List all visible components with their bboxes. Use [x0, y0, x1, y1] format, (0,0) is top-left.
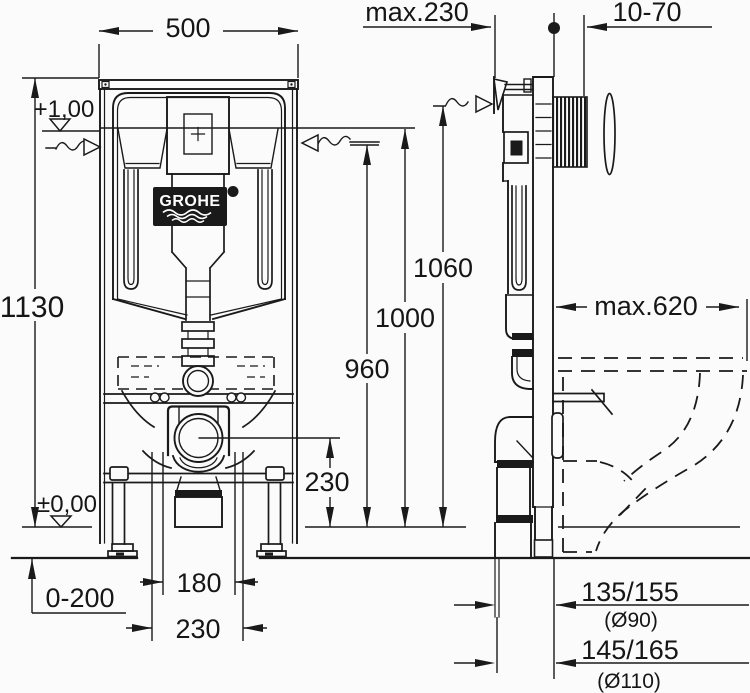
- dim-frame-height-label: 1130: [0, 291, 64, 324]
- dim-bolt-spacing-label: 180: [176, 568, 221, 598]
- dim-frame-width-label: 500: [165, 13, 210, 43]
- fixing-bolt: [149, 392, 161, 403]
- break-arrow-icon: [300, 133, 319, 153]
- level-marker-icon: [48, 118, 72, 133]
- floor-level-label: ±0,00: [37, 491, 97, 518]
- break-symbol-icon: [317, 135, 380, 146]
- dim-plate-depth-label: 10-70: [612, 0, 681, 27]
- logo-wave-icon: [162, 209, 212, 216]
- dim-960-label: 960: [344, 354, 389, 384]
- break-symbol-icon: [45, 140, 90, 151]
- dim-1000-label: 1000: [375, 303, 435, 333]
- flush-plate-side: [603, 92, 616, 176]
- dim-bowl-depth-label: max.620: [594, 291, 698, 321]
- fixing-bolt: [235, 392, 247, 403]
- grohe-logo-text: GROHE: [159, 193, 220, 210]
- break-arrow-icon: [475, 94, 494, 114]
- dim-feet-range-label: 0-200: [45, 583, 114, 613]
- water-level-label: +1,00: [34, 96, 95, 123]
- dim-1060-label: 1060: [413, 253, 473, 283]
- toilet-bowl-outline: [558, 357, 747, 553]
- dim-drain90-offset-label: 135/155: [581, 577, 679, 607]
- break-arrow-icon: [83, 137, 102, 157]
- grohe-logo: GROHE: [153, 186, 239, 226]
- logo-wave-icon: [166, 213, 208, 220]
- dimension-lines: [22, 13, 749, 679]
- dimension-labels: 500 max.230 10-70 1130 +1,00 1060 1000 9…: [0, 0, 698, 693]
- ground-lines: [10, 526, 750, 560]
- break-symbol-icon: [445, 97, 469, 107]
- fixing-bolt: [226, 392, 237, 403]
- front-view-outlet: [117, 356, 277, 528]
- dim-outlet-height-label: 230: [304, 467, 349, 497]
- level-markers: [42, 94, 494, 529]
- dim-drain110-dia-label: (Ø110): [597, 670, 661, 693]
- fixing-bolt: [159, 392, 170, 403]
- datum-dot-icon: [548, 22, 560, 34]
- dim-drain90-dia-label: (Ø90): [604, 609, 658, 632]
- level-marker-icon: [49, 515, 73, 529]
- front-view-legs: [107, 466, 287, 558]
- registered-dot-icon: [227, 186, 239, 197]
- dim-outlet-offset-label: 230: [175, 614, 220, 644]
- dim-drain110-offset-label: 145/165: [581, 635, 679, 665]
- side-view: [493, 76, 747, 618]
- flush-plate-spacer: [552, 96, 588, 168]
- dim-install-depth-label: max.230: [365, 0, 469, 27]
- logo-wave-icon: [171, 218, 205, 223]
- front-view-cistern: [100, 92, 415, 367]
- front-view-frame: [98, 79, 299, 544]
